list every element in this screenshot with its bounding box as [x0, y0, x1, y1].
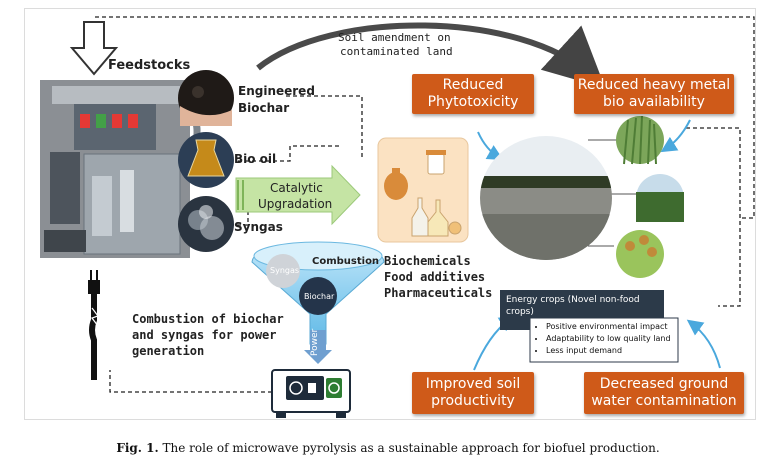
blue-arrow-groundwater: [686, 319, 721, 369]
reduced-phytotoxicity-line-2: Phytotoxicity: [427, 94, 519, 110]
bio-oil-label: Bio oil: [234, 152, 277, 166]
power-label: Power: [310, 328, 320, 356]
soil-amendment-curve-arrow: [256, 22, 606, 89]
reduced-heavy-metal-line-2: bio availability: [603, 94, 705, 110]
energy-crops-bullet: Adaptability to low quality land: [546, 333, 696, 345]
reduced-heavy-metal-line-1: Reduced heavy metal: [577, 77, 731, 93]
energy-crops-bullet: Positive environmental impact: [546, 321, 696, 333]
soil-amendment-label-1: Soil amendment on: [338, 31, 451, 44]
feedstocks-label: Feedstocks: [108, 58, 191, 73]
biooil-dashed-link: [238, 145, 342, 162]
syngas-label: Syngas: [234, 220, 283, 234]
catalytic-label-2: Upgradation: [258, 197, 333, 211]
blue-arrow-heavymetal: [660, 119, 691, 153]
power-plug-icon: [88, 270, 100, 380]
catalytic-arrow-shape: [235, 164, 361, 226]
microwave-reactor-image: [40, 80, 201, 258]
bio-oil-photo: [178, 132, 234, 188]
generator-dashed-link: [109, 370, 272, 393]
biochar-dashed-link: [286, 95, 363, 160]
products-panel: [377, 137, 469, 243]
funnel-syngas-label: Syngas: [270, 266, 300, 275]
combustion-label: Combustion: [312, 256, 380, 267]
combustion-funnel-icon: [251, 241, 385, 364]
engineered-biochar-label-1: Engineered: [238, 84, 315, 98]
generator-icon: [271, 369, 351, 418]
catalytic-label-1: Catalytic: [270, 181, 323, 195]
product-label-1: Biochemicals: [384, 254, 471, 268]
improved-soil-box: Improved soil productivity: [412, 372, 534, 414]
reduced-phytotoxicity-box: Reduced Phytotoxicity: [412, 74, 534, 114]
soil-amendment-label-2: contaminated land: [340, 45, 453, 58]
improved-soil-line-1: Improved soil: [425, 376, 521, 392]
combustion-note-1: Combustion of biochar: [132, 312, 284, 326]
energy-crops-bullets-box: [529, 317, 679, 363]
syngas-photo: [178, 196, 234, 252]
improved-soil-line-2: productivity: [431, 393, 515, 409]
energy-crops-bullet: Less input demand: [546, 345, 696, 357]
outer-dashed-loop: [95, 16, 755, 219]
product-label-3: Pharmaceuticals: [384, 286, 493, 300]
right-dashed-link: [686, 127, 741, 307]
energy-crops-bullets: Positive environmental impact Adaptabili…: [530, 318, 696, 357]
energy-crop-photo-2: [636, 174, 684, 222]
funnel-biochar-label: Biochar: [304, 292, 335, 301]
decreased-groundwater-line-1: Decreased ground: [599, 376, 729, 392]
blue-arrow-phytotoxicity: [477, 131, 504, 160]
feedstock-arrow-icon: [69, 21, 119, 76]
combustion-note-2: and syngas for power: [132, 328, 277, 342]
energy-crop-photo-1: [616, 115, 664, 165]
decreased-groundwater-box: Decreased ground water contamination: [584, 372, 744, 414]
energy-crop-photo-3: [616, 230, 664, 278]
syngas-dashed-link: [230, 200, 249, 226]
decreased-groundwater-line-2: water contamination: [591, 393, 737, 409]
reduced-phytotoxicity-line-1: Reduced: [442, 77, 504, 93]
energy-crops-title: Energy crops (Novel non-food crops): [506, 295, 640, 317]
product-label-2: Food additives: [384, 270, 486, 284]
reduced-heavy-metal-box: Reduced heavy metal bio availability: [574, 74, 734, 114]
figure-caption-text: The role of microwave pyrolysis as a sus…: [162, 441, 660, 455]
figure-caption-number: Fig. 1.: [116, 441, 159, 455]
combustion-note-3: generation: [132, 344, 205, 358]
engineered-biochar-photo: [178, 70, 234, 126]
engineered-biochar-label-2: Biochar: [238, 101, 290, 115]
figure-caption: Fig. 1. The role of microwave pyrolysis …: [0, 441, 776, 455]
